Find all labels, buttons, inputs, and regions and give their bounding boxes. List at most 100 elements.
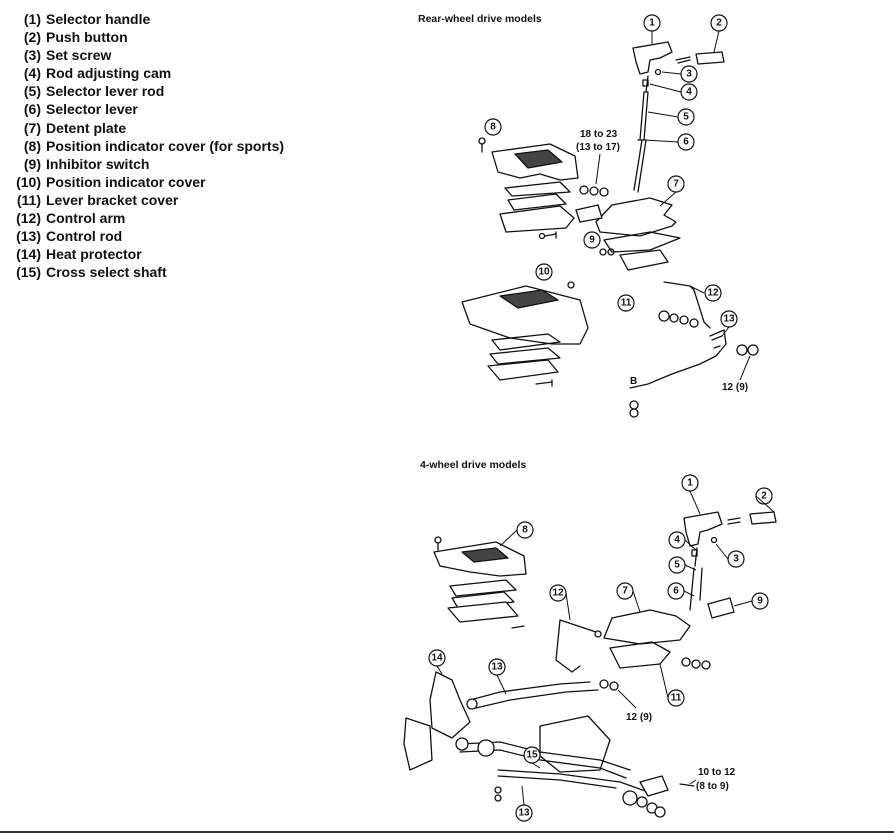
rwd-nut [689,318,699,328]
callout-number: 7 [622,586,628,597]
callout-number: 12 [552,588,564,599]
legend-label: Detent plate [46,119,127,136]
awd-section-title: 4-wheel drive models [420,459,527,471]
callout-number: 10 [538,267,550,278]
rwd-slide-plate [489,347,561,365]
awd-heat-protector [429,671,471,739]
torque-spec: 18 to 23 [580,129,618,140]
callout-number: 13 [491,662,503,673]
rwd-washer [607,248,615,256]
rwd-section-title: Rear-wheel drive models [418,13,542,25]
rwd-screw [478,137,486,145]
legend-label: Inhibitor switch [46,155,150,172]
legend-item: (7) Detent plate [8,119,338,137]
rwd-screw [567,281,575,289]
awd-selector-handle [683,511,723,547]
legend-label: Set screw [46,47,112,64]
legend-item: (15)Cross select shaft [8,263,338,281]
rwd-bushing [629,400,639,410]
awd-set-screw [710,536,718,544]
legend-label: Rod adjusting cam [46,65,172,82]
rwd-bushing [629,408,639,418]
legend-item: (10) Position indicator cover [8,173,338,191]
legend-label: Position indicator cover [46,173,206,190]
rwd-nut [669,313,679,323]
awd-push-button [749,511,777,525]
parts-legend: (1) Selector handle (2)Push button (3) Set… [8,10,338,281]
legend-label: Lever bracket cover [46,191,179,208]
legend-item: (2)Push button [8,28,338,46]
awd-selector-rod [689,547,703,611]
torque-spec: 10 to 12 [698,767,736,778]
callout-number: 9 [757,596,763,607]
legend-item: (3) Set screw [8,46,338,64]
rwd-selector-handle [632,41,673,75]
rwd-nut [679,315,689,325]
rwd-nut [736,344,748,356]
awd-control-rod [469,681,599,709]
rwd-screw [538,232,546,240]
legend-item: (1) Selector handle [8,10,338,28]
torque-spec: 12 (9) [626,712,652,723]
callout-number: 13 [518,808,530,819]
legend-number: (9) [23,155,41,172]
legend-item: (11) Lever bracket cover [8,191,338,209]
awd-inhibitor-switch [707,597,735,619]
rwd-washer [579,185,589,195]
callout-number: 4 [686,87,692,98]
rwd-set-screw [654,68,662,76]
legend-number: (14) [16,246,41,263]
legend-number: (11) [16,191,41,208]
rwd-selector-rod [633,75,649,193]
callout-number: 11 [621,298,632,309]
rwd-nut [747,344,759,356]
legend-label: Cross select shaft [46,264,167,281]
callout-circle [617,294,635,312]
rwd-slide-plate [491,333,561,351]
callout-number: 14 [431,653,443,664]
legend-number: (7) [23,119,41,136]
callout-number: 8 [522,525,528,536]
rwd-control-arm [663,281,711,329]
callout-circle [484,118,502,136]
torque-spec: (13 to 17) [576,142,620,153]
callout-circle [535,263,553,281]
bottom-rule [0,831,894,833]
legend-number: (12) [16,210,41,227]
callout-number: 13 [723,314,735,325]
callout-number: 6 [683,137,689,148]
callout-circle [704,284,722,302]
rwd-washer [599,248,607,256]
awd-assembly [403,511,777,818]
legend-number: (3) [23,47,41,64]
legend-number: (6) [23,101,41,118]
rwd-assembly [461,41,759,418]
torque-spec: 12 (9) [722,382,748,393]
legend-number: (10) [16,173,41,190]
awd-bracket-cover [609,641,671,669]
rwd-bracket-cover [619,249,669,271]
legend-label: Selector lever [46,101,138,118]
callout-number: 12 [707,288,719,299]
legend-number: (5) [23,83,41,100]
callout-number: 3 [686,69,692,80]
callout-number: 4 [674,535,680,546]
callout-number: 8 [490,122,496,133]
legend-item: (13)Control rod [8,227,338,245]
callout-number: 6 [673,586,679,597]
rwd-bracket [603,231,681,253]
legend-item: (8)Position indicator cover (for sports) [8,137,338,155]
legend-label: Heat protector [46,246,142,263]
rwd-push-button [695,51,725,65]
legend-label: Selector handle [46,11,151,27]
callout-number: 2 [716,18,722,29]
rwd-detent-plate [595,197,677,237]
callout-number: 1 [649,18,655,29]
callout-number: 5 [674,560,680,571]
legend-item: (4) Rod adjusting cam [8,64,338,82]
legend-number: (2) [23,29,41,46]
callout-number: 5 [683,112,689,123]
legend-number: (1) [23,11,41,27]
legend-number: (4) [23,65,41,82]
